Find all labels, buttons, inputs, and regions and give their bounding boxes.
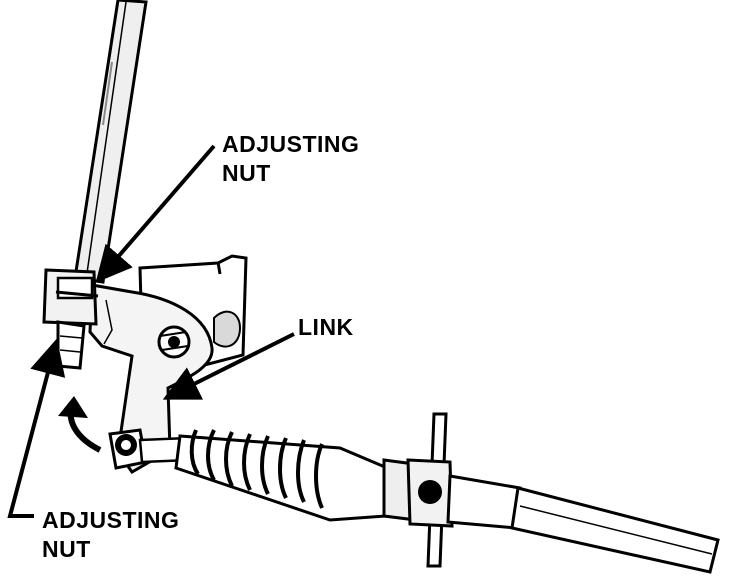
upper-adjusting-nut: [42, 268, 99, 370]
cable-boot-bellows: [174, 429, 418, 522]
adjusting-nut-bottom-line1: ADJUSTING: [42, 507, 180, 533]
rotation-arrow-icon: [58, 396, 102, 453]
adjusting-nut-bottom-line2: NUT: [42, 536, 91, 562]
lever-link: [88, 283, 214, 474]
cable-mounting-flange: [406, 412, 522, 568]
adjusting-nut-top-line2: NUT: [222, 160, 271, 186]
adjusting-nut-top-line1: ADJUSTING: [222, 131, 360, 157]
control-cable: [510, 486, 720, 574]
adjusting-nut-top-label: ADJUSTING NUT: [222, 130, 359, 188]
adjusting-nut-bottom-label: ADJUSTING NUT: [42, 506, 179, 564]
link-label: LINK: [298, 314, 354, 340]
leader-arrow-icon: [7, 144, 295, 518]
